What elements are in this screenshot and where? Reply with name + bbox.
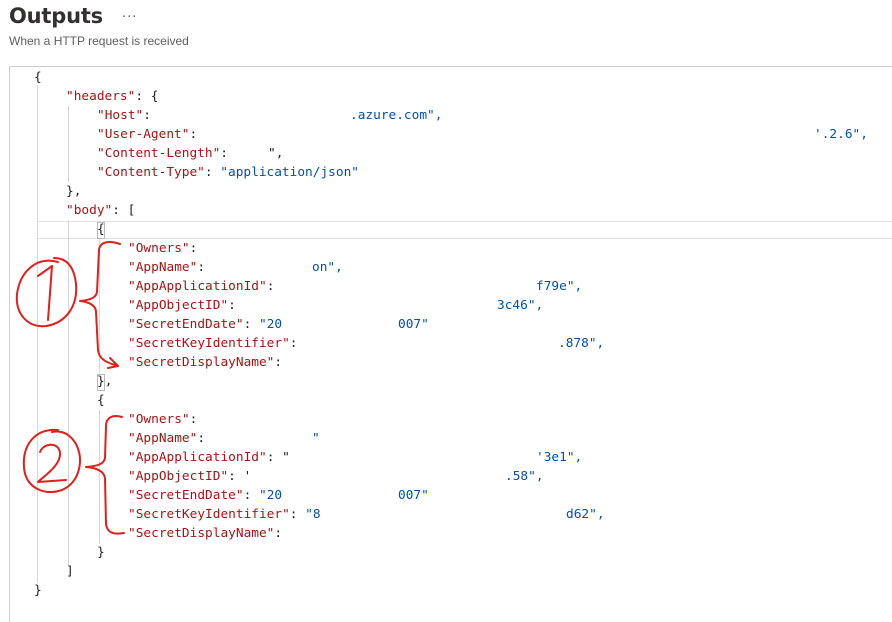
code-line: "SecretDisplayName": <box>128 524 282 543</box>
code-line: }, <box>97 374 113 389</box>
code-line: "SecretKeyIdentifier": <box>128 334 298 353</box>
json-key: "SecretEndDate" <box>128 317 244 332</box>
json-key: "SecretDisplayName" <box>128 355 275 370</box>
json-value: .58", <box>505 469 544 484</box>
json-key: "SecretEndDate" <box>128 488 244 503</box>
bracket-match-box <box>97 374 105 391</box>
json-value: .878", <box>558 336 605 351</box>
json-value: on", <box>312 260 343 275</box>
json-key: "headers" <box>66 89 136 104</box>
json-punctuation: : <box>266 279 275 294</box>
json-punctuation: : { <box>135 89 159 104</box>
json-punctuation: : <box>189 412 198 427</box>
json-key: "SecretKeyIdentifier" <box>128 336 290 351</box>
code-line: "AppName": <box>128 258 205 277</box>
json-output-viewer[interactable] <box>9 66 892 622</box>
code-line: { <box>97 393 105 408</box>
indent-guide <box>68 106 69 182</box>
code-line: "AppApplicationId": " <box>128 448 290 467</box>
code-line: "AppObjectID": ' <box>128 467 251 486</box>
json-punctuation: : <box>243 488 259 503</box>
json-punctuation: : ' <box>228 469 252 484</box>
json-key: "AppApplicationId" <box>128 450 267 465</box>
json-punctuation: : <box>197 260 206 275</box>
code-line: } <box>97 545 105 560</box>
json-key: "body" <box>66 203 113 218</box>
indent-guide <box>99 239 100 373</box>
code-line: { <box>97 222 105 237</box>
open-brace: { <box>34 70 42 85</box>
json-key: "Owners" <box>128 241 190 256</box>
json-punctuation: : [ <box>112 203 136 218</box>
json-punctuation: : <box>189 241 198 256</box>
json-punctuation: : <box>204 165 221 180</box>
code-line: "User-Agent": <box>97 125 197 144</box>
json-value: "20 <box>259 317 283 332</box>
json-punctuation: : <box>220 146 228 161</box>
json-key: "AppName" <box>128 431 198 446</box>
json-key: "AppApplicationId" <box>128 279 267 294</box>
code-line: "SecretKeyIdentifier": "8 <box>128 505 321 524</box>
json-punctuation: : <box>289 507 306 522</box>
json-punctuation: : <box>143 108 151 123</box>
more-options-icon[interactable]: ··· <box>122 10 138 25</box>
json-value: 007" <box>398 317 429 332</box>
code-line: "Owners": <box>128 410 197 429</box>
code-line: "AppApplicationId": <box>128 277 274 296</box>
json-key: "Content-Type" <box>97 165 205 180</box>
json-value: .azure.com", <box>350 108 443 123</box>
json-value: "8 <box>305 507 321 522</box>
code-line: "SecretDisplayName": <box>128 353 282 372</box>
code-line: { <box>34 68 42 87</box>
page-title: Outputs <box>9 4 103 28</box>
code-line: ] <box>66 564 74 579</box>
code-line: "body": [ <box>66 201 135 220</box>
code-line: } <box>34 583 42 598</box>
indent-guide <box>68 220 69 565</box>
json-punctuation: : <box>289 336 298 351</box>
json-value: 3c46", <box>497 298 544 313</box>
json-value: " <box>312 431 320 446</box>
json-value: ", <box>268 146 284 161</box>
code-line: "Host": <box>97 106 151 125</box>
code-line: "headers": { <box>66 87 158 106</box>
code-line: "SecretEndDate": "20 <box>128 486 282 505</box>
json-key: "User-Agent" <box>97 127 190 142</box>
code-line: }, <box>66 184 82 199</box>
json-punctuation: : <box>274 526 283 541</box>
current-line-highlight <box>37 221 892 239</box>
json-punctuation: : <box>243 317 259 332</box>
json-punctuation: : <box>228 298 236 313</box>
json-punctuation: : <box>197 431 206 446</box>
code-line: "AppObjectID": <box>128 296 236 315</box>
json-value: '.2.6", <box>814 127 868 142</box>
json-key: "SecretKeyIdentifier" <box>128 507 290 522</box>
json-punctuation: : " <box>266 450 290 465</box>
json-value: f79e", <box>536 279 583 294</box>
json-key: "SecretDisplayName" <box>128 526 275 541</box>
json-punctuation: : <box>274 355 283 370</box>
json-key: "Host" <box>97 108 144 123</box>
json-key: "AppName" <box>128 260 198 275</box>
code-line: "Content-Length": <box>97 144 228 163</box>
indent-guide <box>37 85 38 583</box>
bracket-match-box <box>97 222 105 239</box>
json-punctuation: : <box>189 127 198 142</box>
json-value: 007" <box>398 488 429 503</box>
json-key: "AppObjectID" <box>128 298 229 313</box>
json-value: d62", <box>566 507 605 522</box>
json-key: "Content-Length" <box>97 146 221 161</box>
json-key: "AppObjectID" <box>128 469 229 484</box>
code-line: "Owners": <box>128 239 197 258</box>
json-value: "application/json" <box>220 165 359 180</box>
json-value: '3e1", <box>536 450 583 465</box>
indent-guide <box>99 410 100 544</box>
code-line: "Content-Type": "application/json" <box>97 163 359 182</box>
json-value: "20 <box>259 488 283 503</box>
page-subtitle: When a HTTP request is received <box>9 34 189 48</box>
code-line: "AppName": <box>128 429 205 448</box>
code-line: "SecretEndDate": "20 <box>128 315 282 334</box>
json-key: "Owners" <box>128 412 190 427</box>
